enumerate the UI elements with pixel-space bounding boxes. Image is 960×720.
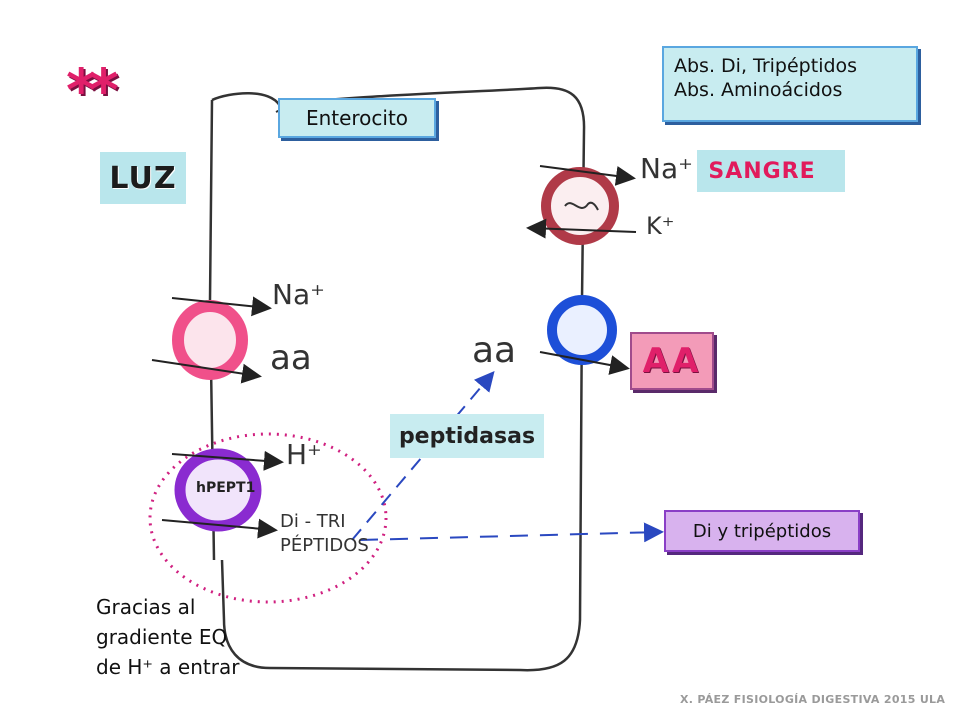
aa-left-text: aa: [270, 338, 312, 378]
aa-basolateral-transporter: [547, 295, 617, 365]
peptidasas-label: peptidasas: [390, 414, 544, 458]
k-right-text: K⁺: [646, 212, 675, 240]
di-tri-line-1: Di - TRI: [280, 511, 346, 532]
cell-membrane: [208, 86, 586, 672]
hpept1-label: hPEPT1: [196, 480, 256, 496]
di-tri-line-2: PÉPTIDOS: [280, 535, 369, 556]
aa-cell-text: aa: [472, 330, 517, 371]
gradient-note: Gracias al gradiente EQ de H⁺ a entrar: [96, 592, 239, 682]
dashed-arrow-to-di-tripeptidos: [359, 522, 664, 543]
sangre-label: SANGRE: [697, 150, 845, 192]
enterocito-label: Enterocito: [278, 98, 436, 138]
legend-line-2: Abs. Aminoácidos: [674, 79, 843, 101]
dashed-arrow-to-aa: [351, 370, 495, 541]
aa-blood-label: AA: [630, 332, 714, 390]
pump-wave-icon: [564, 201, 599, 211]
di-tri-peptidos-text: Di - TRI PÉPTIDOS: [280, 510, 369, 558]
aa-arrow-left: [151, 359, 262, 384]
na-aa-cotransporter: [172, 300, 248, 380]
legend-line-1: Abs. Di, Tripéptidos: [674, 55, 858, 77]
footer-credit: X. PÁEZ FISIOLOGÍA DIGESTIVA 2015 ULA: [680, 693, 946, 706]
note-line-2: gradiente EQ: [96, 625, 228, 649]
h-arrow: [171, 450, 284, 471]
na-arrow-left: [171, 296, 272, 317]
aa-arrow-right: [539, 351, 630, 375]
legend-box: Abs. Di, Tripéptidos Abs. Aminoácidos: [662, 46, 918, 122]
di-tripeptidos-label: Di y tripéptidos: [664, 510, 860, 552]
note-line-1: Gracias al: [96, 595, 196, 619]
h-left-text: H⁺: [286, 438, 322, 471]
dotted-highlight-circle: [148, 432, 388, 604]
luz-label: LUZ: [100, 152, 186, 204]
na-arrow-right: [539, 165, 636, 186]
importance-stars: **: [66, 56, 119, 124]
peptide-arrow: [161, 518, 278, 539]
na-right-text: Na⁺: [640, 152, 693, 185]
note-line-3: de H⁺ a entrar: [96, 655, 240, 679]
na-left-text: Na⁺: [272, 278, 325, 311]
k-arrow-right: [526, 218, 637, 239]
